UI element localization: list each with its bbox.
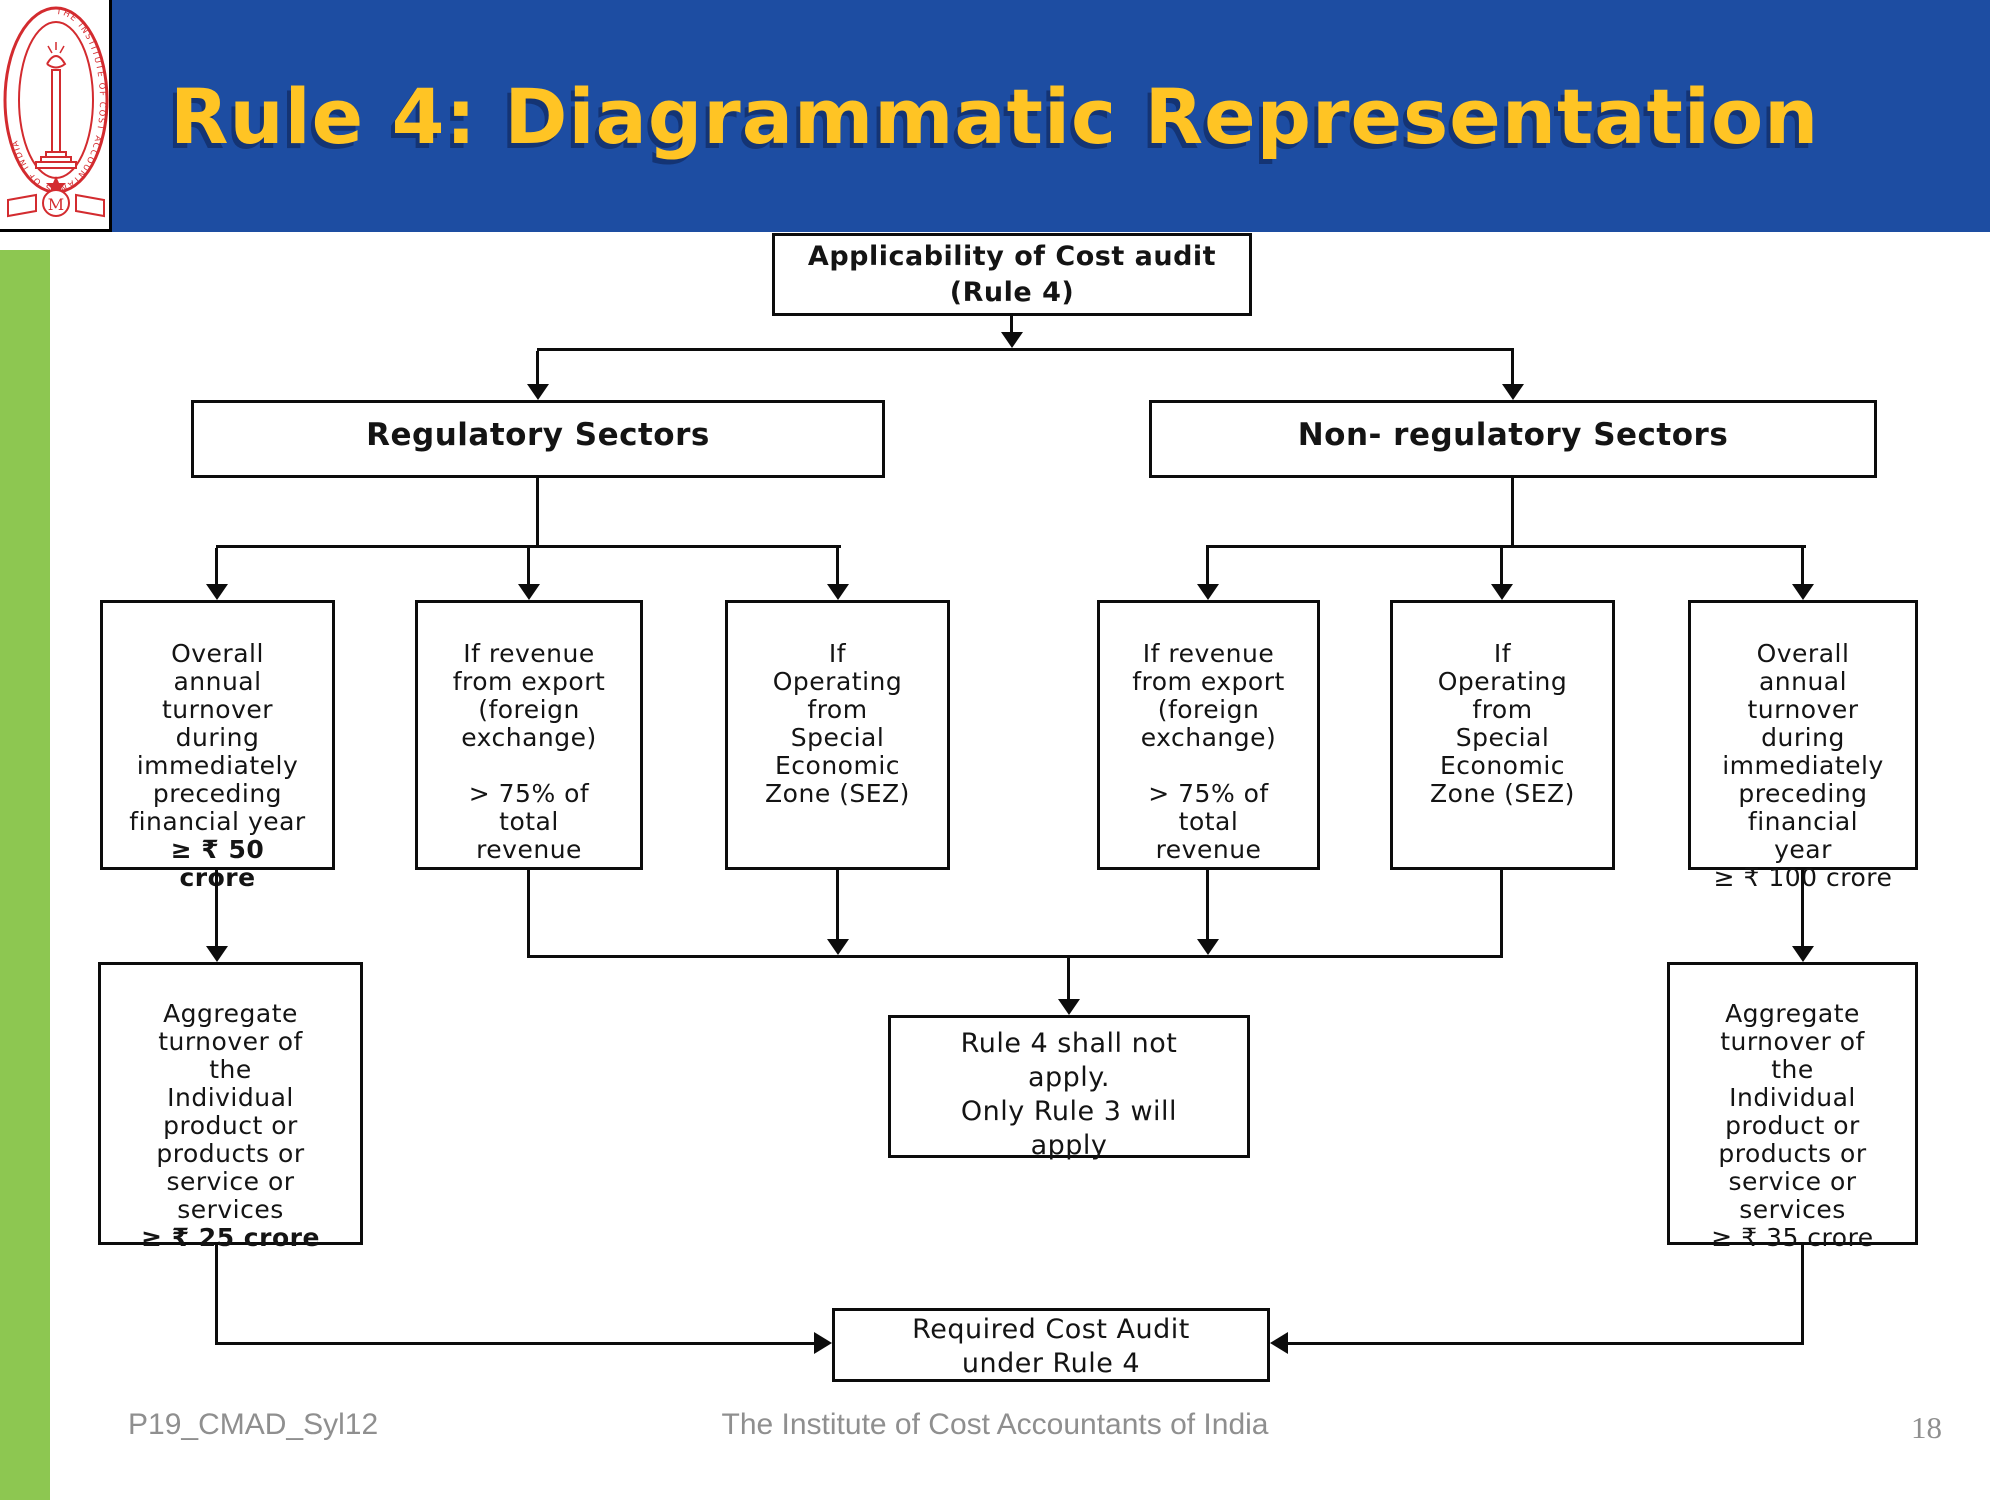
- connector-arrow-down: [1058, 999, 1080, 1015]
- connector-arrow-down: [1491, 584, 1513, 600]
- non-regulatory-sectors-label: Non- regulatory Sectors: [1297, 417, 1729, 453]
- footer-institute-name: The Institute of Cost Accountants of Ind…: [721, 1408, 1269, 1441]
- connector-line: [1801, 1245, 1804, 1345]
- condition-text: If revenue from export (foreign exchange…: [452, 639, 606, 864]
- ribbon-right: [75, 193, 105, 218]
- flow-box-applicability: Applicability of Cost audit (Rule 4): [772, 233, 1252, 316]
- connector-line: [1511, 478, 1514, 548]
- flow-box-nonreg-sez: If Operating from Special Economic Zone …: [1390, 600, 1615, 870]
- condition-text: If Operating from Special Economic Zone …: [1430, 639, 1575, 808]
- connector-line: [1801, 870, 1804, 946]
- connector-arrow-down: [1197, 584, 1219, 600]
- condition-text: Overall annual turnover during immediate…: [129, 639, 306, 836]
- page-number: 18: [1911, 1410, 1942, 1445]
- flow-box-reg-sez: If Operating from Special Economic Zone …: [725, 600, 950, 870]
- connector-line: [1801, 548, 1804, 584]
- connector-line: [215, 1342, 814, 1345]
- flow-box-aggregate-turnover-left: Aggregate turnover of the Individual pro…: [98, 962, 363, 1252]
- connector-line: [1206, 548, 1209, 584]
- connector-line: [537, 348, 1514, 351]
- connector-arrow-down: [518, 584, 540, 600]
- connector-arrow-down: [206, 584, 228, 600]
- flow-box-reg-overall-turnover: Overall annual turnover during immediate…: [100, 600, 335, 892]
- threshold-text: ≥ ₹ 25 crore: [141, 1223, 320, 1252]
- page-title: Rule 4: Diagrammatic Representation: [170, 71, 1820, 161]
- flow-box-nonreg-overall-turnover: Overall annual turnover during immediate…: [1688, 600, 1918, 892]
- title-bar: Rule 4: Diagrammatic Representation: [112, 0, 1990, 232]
- connector-line: [1500, 870, 1503, 958]
- connector-line: [836, 870, 839, 939]
- connector-line: [1010, 316, 1013, 334]
- connector-line: [215, 870, 218, 946]
- connector-arrow-down: [827, 584, 849, 600]
- rule3-text: Rule 4 shall not apply. Only Rule 3 will…: [960, 1028, 1178, 1161]
- required-audit-text: Required Cost Audit under Rule 4: [912, 1314, 1190, 1379]
- aggregate-text: Aggregate turnover of the Individual pro…: [156, 999, 305, 1224]
- connector-line: [216, 545, 841, 548]
- connector-arrow-down: [827, 939, 849, 955]
- connector-line: [1511, 351, 1514, 384]
- connector-arrow-down: [1792, 584, 1814, 600]
- connector-line: [527, 955, 1503, 958]
- flow-box-non-regulatory-sectors: Non- regulatory Sectors: [1149, 400, 1877, 478]
- connector-line: [536, 478, 539, 548]
- threshold-text: ≥ ₹ 35 crore: [1711, 1223, 1874, 1252]
- condition-text: Overall annual turnover during immediate…: [1722, 639, 1884, 864]
- connector-line: [527, 548, 530, 584]
- connector-line: [836, 548, 839, 584]
- flow-box-reg-export-revenue: If revenue from export (foreign exchange…: [415, 600, 643, 870]
- connector-line: [536, 351, 539, 384]
- connector-line: [1288, 1342, 1804, 1345]
- connector-arrow-down: [1792, 946, 1814, 962]
- institute-logo-emblem: THE INSTITUTE OF COST ACCOUNTANTS OF IND…: [3, 6, 109, 218]
- connector-arrow-down: [1001, 332, 1023, 348]
- connector-line: [215, 548, 218, 584]
- connector-line: [527, 870, 530, 958]
- flow-box-aggregate-turnover-right: Aggregate turnover of the Individual pro…: [1667, 962, 1918, 1252]
- connector-arrow-down: [206, 946, 228, 962]
- pillar-icon: [51, 69, 61, 153]
- aggregate-text: Aggregate turnover of the Individual pro…: [1718, 999, 1867, 1224]
- connector-line: [1500, 548, 1503, 584]
- logo-monogram: M: [48, 195, 64, 214]
- connector-arrow-down: [1197, 939, 1219, 955]
- connector-line: [1067, 958, 1070, 999]
- condition-text: If revenue from export (foreign exchange…: [1132, 639, 1285, 864]
- flow-box-nonreg-export-revenue: If revenue from export (foreign exchange…: [1097, 600, 1320, 870]
- connector-line: [1206, 545, 1806, 548]
- connector-line: [1206, 870, 1209, 939]
- condition-text: If Operating from Special Economic Zone …: [765, 639, 910, 808]
- connector-arrow-right: [814, 1332, 832, 1354]
- connector-line: [215, 1245, 218, 1345]
- ribbon-left: [7, 193, 37, 218]
- flow-box-applicability-label: Applicability of Cost audit (Rule 4): [807, 241, 1217, 308]
- flow-box-regulatory-sectors: Regulatory Sectors: [191, 400, 885, 478]
- connector-arrow-down: [1502, 384, 1524, 400]
- threshold-text: ≥ ₹ 100 crore: [1713, 863, 1893, 892]
- lamp-icon: [46, 55, 67, 69]
- flow-box-rule3-applies: Rule 4 shall not apply. Only Rule 3 will…: [888, 1015, 1250, 1161]
- flow-box-required-cost-audit: Required Cost Audit under Rule 4: [832, 1308, 1270, 1382]
- green-accent-bar: [0, 250, 50, 1500]
- connector-arrow-left: [1270, 1332, 1288, 1354]
- regulatory-sectors-label: Regulatory Sectors: [366, 417, 710, 453]
- connector-arrow-down: [527, 384, 549, 400]
- footer-course-code: P19_CMAD_Syl12: [128, 1408, 379, 1441]
- institute-logo: THE INSTITUTE OF COST ACCOUNTANTS OF IND…: [0, 0, 112, 232]
